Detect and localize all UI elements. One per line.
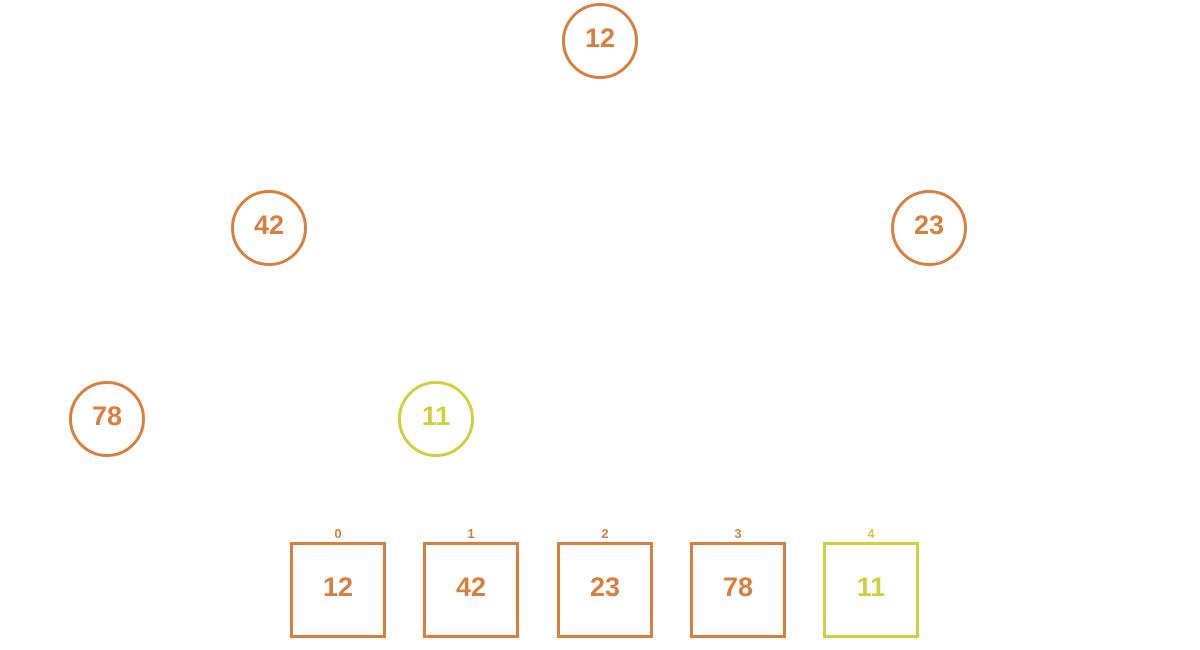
tree-node-value: 11 — [421, 400, 451, 431]
tree-node-3: 78 — [69, 381, 145, 457]
array-index-3: 3 — [734, 526, 742, 541]
array-cell-1: 42 — [423, 542, 519, 638]
array-cell-0: 12 — [290, 542, 386, 638]
array-cell-value: 78 — [722, 571, 754, 602]
array-cell-value: 42 — [455, 571, 487, 602]
array-index-1: 1 — [467, 526, 475, 541]
tree-node-value: 12 — [584, 22, 616, 53]
tree-node-value: 42 — [253, 209, 285, 240]
array-cell-3: 78 — [690, 542, 786, 638]
array-cell-value: 23 — [589, 571, 621, 602]
tree-node-value: 23 — [913, 209, 945, 240]
array-cell-value: 12 — [322, 571, 354, 602]
array-index-0: 0 — [334, 526, 342, 541]
array-cell-4: 11 — [823, 542, 919, 638]
tree-node-2: 23 — [891, 190, 967, 266]
tree-node-1: 42 — [231, 190, 307, 266]
tree-node-value: 78 — [91, 400, 123, 431]
tree-node-4: 11 — [398, 381, 474, 457]
array-cell-2: 23 — [557, 542, 653, 638]
array-index-4: 4 — [867, 526, 875, 541]
tree-node-0: 12 — [562, 3, 638, 79]
array-index-2: 2 — [601, 526, 609, 541]
array-cell-value: 11 — [856, 571, 886, 602]
